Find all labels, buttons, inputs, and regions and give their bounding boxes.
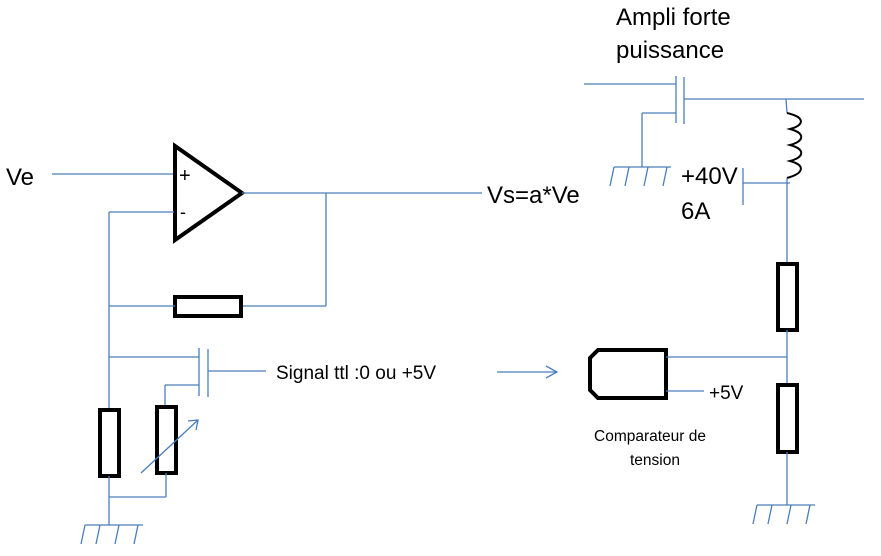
variable-resistor: [155, 405, 178, 475]
comparator-label-line2: tension: [630, 452, 680, 469]
ground-top-icon: [609, 166, 671, 187]
opamp-triangle: [173, 142, 246, 244]
input-label: Ve: [6, 164, 34, 191]
gain-switch-transistor: [109, 348, 266, 408]
opamp: + -: [173, 142, 246, 244]
arrow-head-icon: [545, 365, 559, 379]
voltage-comparator: [588, 348, 787, 400]
power-amp-label-line2: puissance: [616, 37, 724, 64]
opamp-plus-label: +: [179, 165, 191, 187]
coil-top-wire: [785, 98, 788, 114]
ground-resistor: [98, 408, 121, 478]
variable-arrow-shaft: [140, 419, 199, 474]
comparator-ref-label: +5V: [709, 383, 744, 404]
opamp-minus-label: -: [180, 202, 186, 222]
power-amp-label-line1: Ampli forte: [616, 4, 731, 31]
divider-resistor-top: [776, 262, 799, 332]
variable-arrow-head: [187, 419, 199, 431]
power-transistor: [584, 76, 864, 167]
comparator-body: [588, 348, 668, 400]
signal-ttl-label: Signal ttl :0 ou +5V: [276, 363, 436, 384]
load-coil-icon: [786, 112, 803, 179]
supply-voltage-label: +40V: [681, 163, 738, 190]
supply-current-label: 6A: [681, 198, 710, 225]
input-stage: Ve: [6, 164, 174, 191]
variable-arrow-icon: [140, 419, 199, 474]
feedback-resistor: [173, 295, 243, 318]
output-label: Vs=a*Ve: [487, 182, 580, 209]
comparator-label-line1: Comparateur de: [594, 428, 706, 445]
divider-resistor-bottom: [776, 383, 799, 454]
signal-arrow: [497, 365, 559, 379]
ground-right-icon: [752, 504, 815, 525]
ground-left-icon: [80, 524, 143, 545]
